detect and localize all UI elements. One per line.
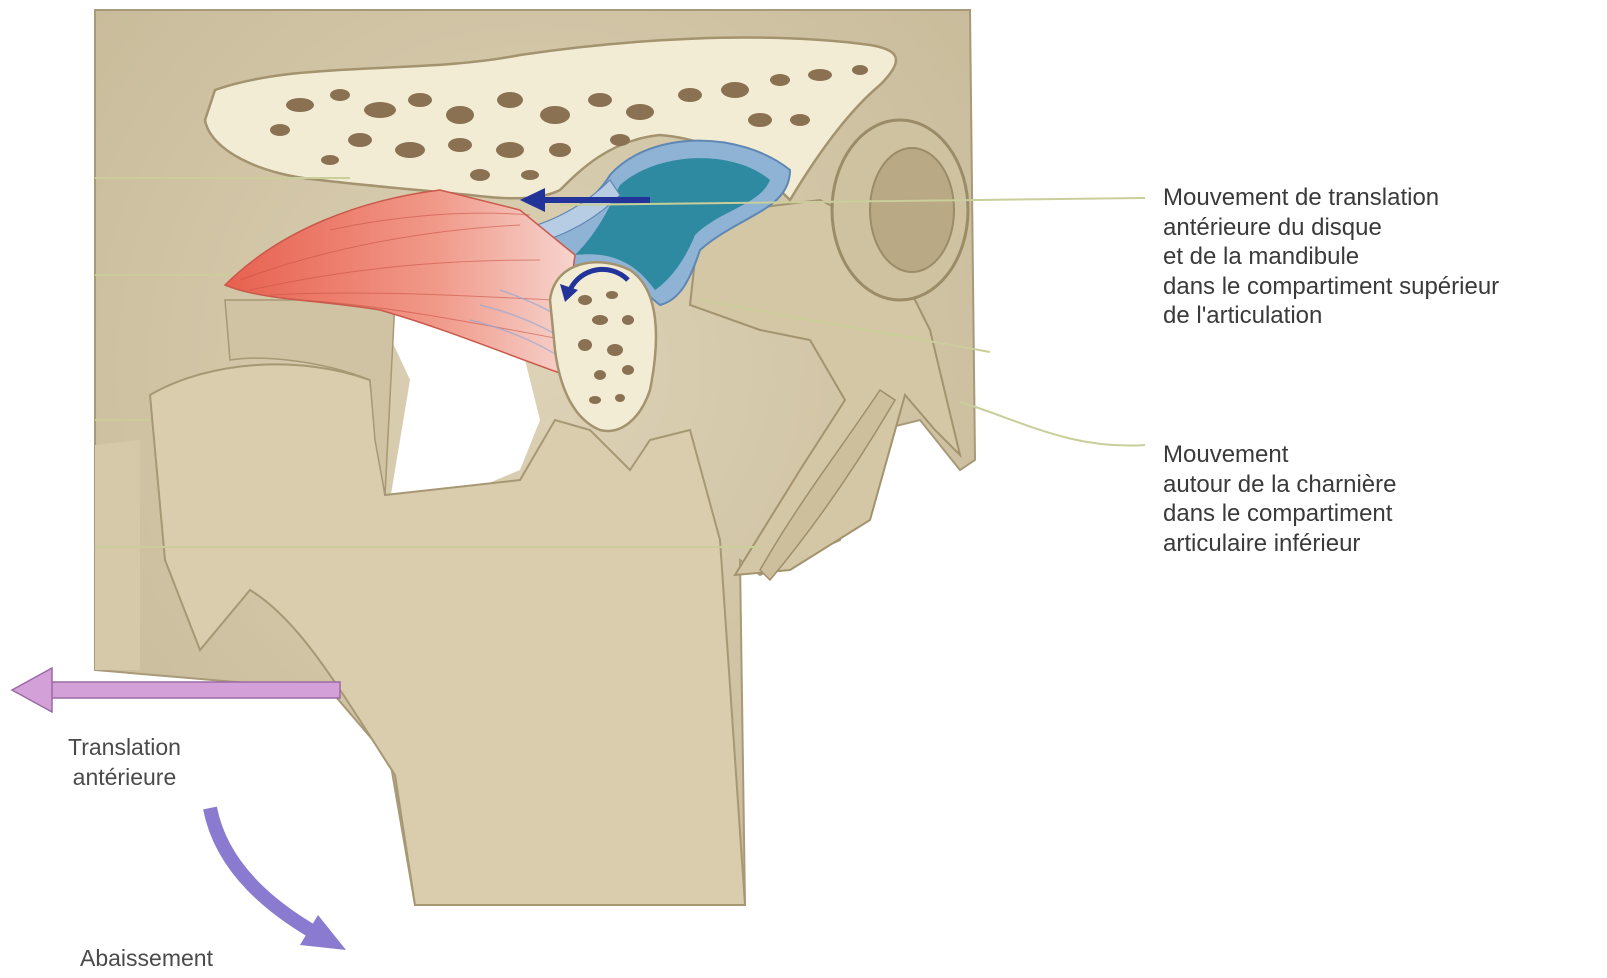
depression-arrow [210,808,346,950]
label-disc-mandible-translation: Mouvement de translation antérieure du d… [1163,183,1499,331]
label-anterior-translation: Translation antérieure [68,732,181,792]
label-depression: Abaissement [80,944,213,974]
label-hinge-movement: Mouvement autour de la charnière dans le… [1163,440,1396,558]
